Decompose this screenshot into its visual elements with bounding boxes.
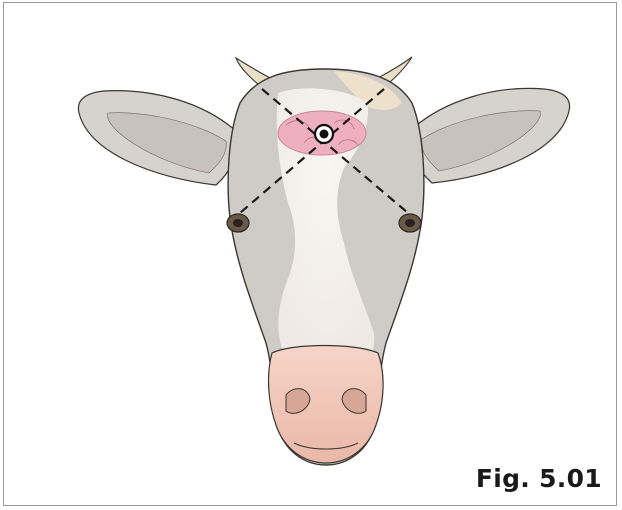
target-point — [315, 125, 333, 143]
left-eye — [227, 214, 249, 232]
figure-frame: Fig. 5.01 — [3, 2, 617, 506]
figure-label: Fig. 5.01 — [476, 464, 602, 493]
cow-head-illustration — [4, 3, 618, 507]
left-ear — [78, 91, 236, 185]
right-eye — [399, 214, 421, 232]
right-ear — [411, 88, 569, 183]
